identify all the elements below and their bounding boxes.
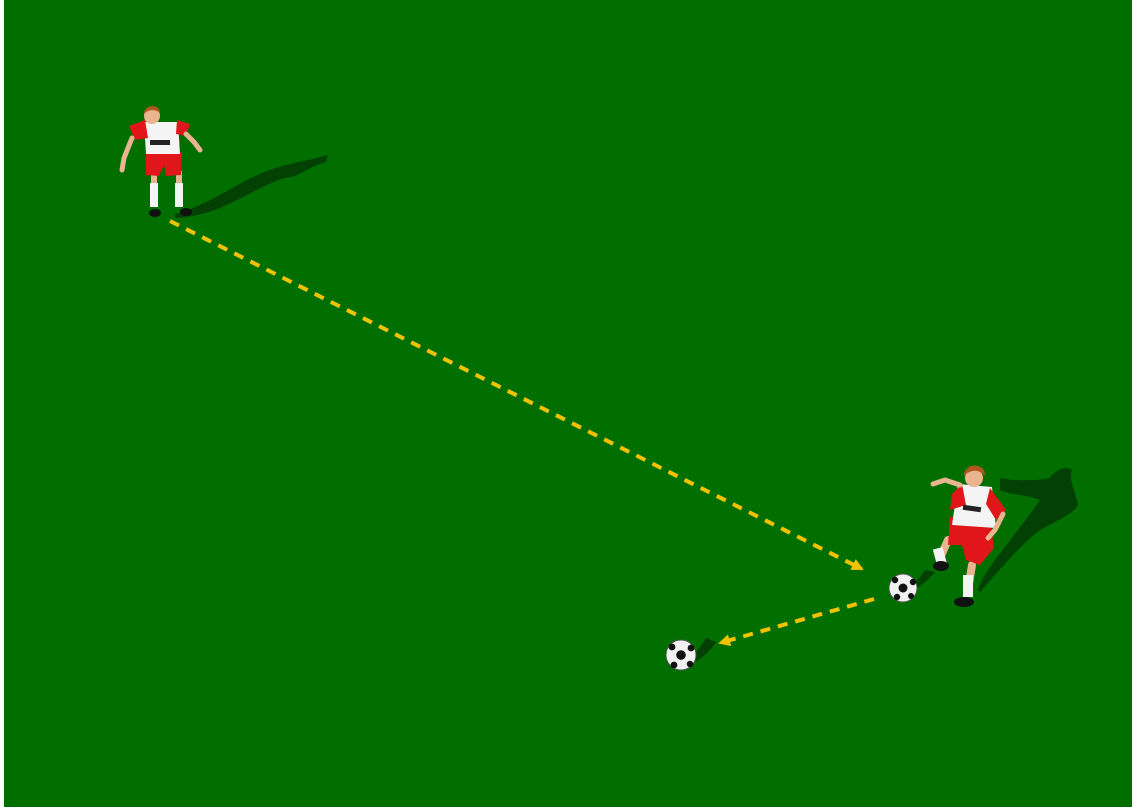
pitch-grass xyxy=(4,0,1132,807)
